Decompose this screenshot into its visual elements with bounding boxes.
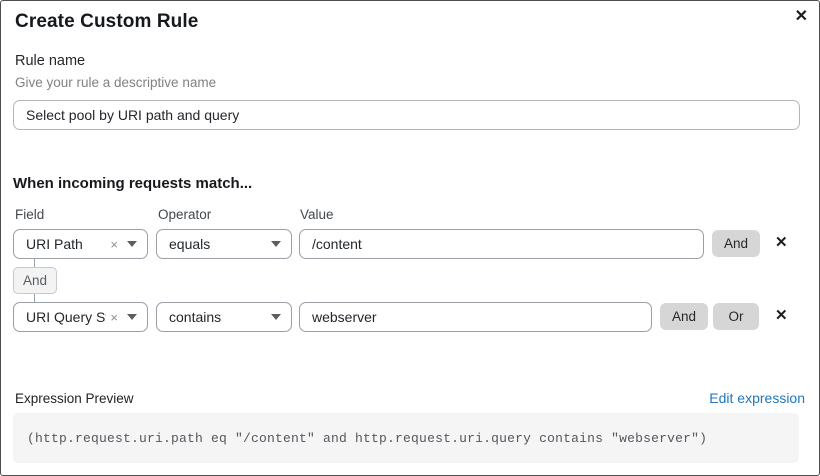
field-column-label: Field	[15, 207, 45, 222]
expression-code: (http.request.uri.path eq "/content" and…	[27, 430, 708, 446]
clear-field-icon[interactable]: ×	[110, 309, 118, 325]
operator-column-label: Operator	[158, 207, 212, 222]
operator-select-value: equals	[169, 236, 211, 252]
expression-preview-box: (http.request.uri.path eq "/content" and…	[13, 413, 799, 463]
chevron-down-icon	[127, 241, 137, 247]
connector-line	[34, 294, 35, 303]
chevron-down-icon	[127, 314, 137, 320]
value-column-label: Value	[300, 207, 334, 222]
match-heading: When incoming requests match...	[13, 175, 253, 192]
add-and-button[interactable]: And	[660, 303, 708, 330]
rule-name-hint: Give your rule a descriptive name	[15, 75, 217, 90]
rule-name-input[interactable]	[13, 100, 800, 130]
value-input[interactable]	[299, 229, 704, 259]
clear-field-icon[interactable]: ×	[110, 236, 118, 252]
field-select-value: URI Query St...	[26, 309, 106, 325]
expression-preview-label: Expression Preview	[15, 391, 134, 406]
add-or-button[interactable]: Or	[713, 303, 759, 330]
chevron-down-icon	[271, 241, 281, 247]
field-select[interactable]: URI Query St... ×	[13, 302, 148, 332]
operator-select[interactable]: contains	[156, 302, 292, 332]
field-select[interactable]: URI Path ×	[13, 229, 148, 259]
delete-row-icon[interactable]: ✕	[775, 234, 788, 251]
operator-select-value: contains	[169, 309, 222, 325]
connector-line	[34, 259, 35, 268]
value-input[interactable]	[299, 302, 652, 332]
delete-row-icon[interactable]: ✕	[775, 307, 788, 324]
condition-row: URI Path × equals And ✕	[1, 229, 819, 259]
field-select-value: URI Path	[26, 236, 83, 252]
condition-row: URI Query St... × contains And Or ✕	[1, 302, 819, 332]
chevron-down-icon	[271, 314, 281, 320]
rule-name-label: Rule name	[15, 53, 86, 69]
operator-select[interactable]: equals	[156, 229, 292, 259]
add-and-button[interactable]: And	[712, 230, 760, 257]
close-icon[interactable]: ✕	[794, 8, 808, 25]
edit-expression-link[interactable]: Edit expression	[709, 390, 805, 406]
page-title: Create Custom Rule	[15, 11, 199, 32]
connector-and-toggle[interactable]: And	[13, 267, 57, 294]
